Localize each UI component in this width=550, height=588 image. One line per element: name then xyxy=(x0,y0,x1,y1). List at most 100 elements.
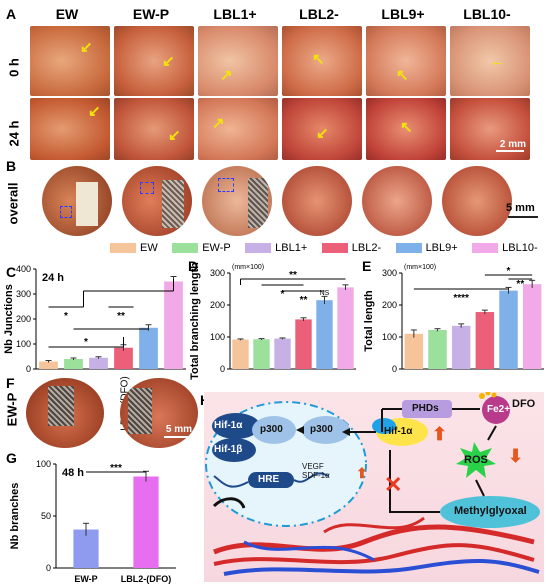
arrow-icon: ↙ xyxy=(162,53,175,70)
y-tick-label: 100 xyxy=(36,459,51,469)
y-tick-label: 100 xyxy=(210,332,225,342)
row-label-overall: overall xyxy=(5,182,21,225)
bar xyxy=(451,325,471,369)
arrow-icon: ↗ xyxy=(212,115,225,132)
legend-item-lbl9: LBL9+ xyxy=(395,242,458,254)
legend: EW EW-P LBL1+ LBL2- LBL9+ LBL10- xyxy=(110,240,550,258)
row-label-ew-p-f: EW-P xyxy=(4,392,20,427)
hif1a-left-shape xyxy=(212,413,260,439)
p300-left-shape xyxy=(252,416,296,444)
photo-lbl1-0h: ↗ xyxy=(198,26,278,96)
legend-label: EW xyxy=(140,242,158,254)
y-axis-label: Total branching length xyxy=(189,262,201,380)
bar xyxy=(475,312,495,369)
y-tick-label: 100 xyxy=(16,339,31,349)
legend-swatch xyxy=(395,243,422,253)
photo-overall-ew-p xyxy=(122,166,192,236)
legend-label: LBL1+ xyxy=(275,242,308,254)
arrowhead xyxy=(342,428,350,436)
y-tick-label: 400 xyxy=(16,264,31,274)
chart-unit-note: (mm×100) xyxy=(404,264,436,271)
bar xyxy=(522,284,542,369)
bar xyxy=(295,319,312,369)
ros-label: ROS xyxy=(464,454,488,466)
significance-label: ** xyxy=(300,295,308,306)
bar xyxy=(274,338,291,369)
y-tick-label: 300 xyxy=(210,268,225,278)
arrow-line xyxy=(487,425,497,441)
vein-vessel xyxy=(223,558,540,576)
artery-vessel xyxy=(213,543,535,566)
legend-item-ew-p: EW-P xyxy=(172,242,231,254)
p300-left-label: p300 xyxy=(260,424,283,435)
chart-inset-label: 24 h xyxy=(42,272,64,284)
bar xyxy=(164,281,183,369)
phds-shape xyxy=(402,400,452,418)
photo-overall-lbl2 xyxy=(282,166,352,236)
col-label-lbl2: LBL2- xyxy=(299,6,339,22)
legend-swatch xyxy=(172,243,199,253)
photo-lbl9-24h: ↖ xyxy=(366,98,446,160)
significance-label: NS xyxy=(320,290,330,297)
col-label-ew: EW xyxy=(55,6,79,22)
y-tick-label: 0 xyxy=(392,364,397,374)
photo-ew-0h: ↙ xyxy=(30,26,110,96)
category-label: LBL2-(DFO) xyxy=(121,574,172,584)
significance-label: ** xyxy=(117,311,125,322)
legend-item-lbl10: LBL10- xyxy=(472,242,538,254)
legend-item-ew: EW xyxy=(110,242,158,254)
panel-label-b: B xyxy=(6,158,17,174)
photo-lbl9-0h: ↖ xyxy=(366,26,446,96)
panel-label-d: D xyxy=(188,258,199,274)
down-arrow-icon: ⬇ xyxy=(508,446,523,466)
vegf-label: VEGF xyxy=(302,462,324,471)
bar xyxy=(404,333,424,369)
significance-label: ** xyxy=(289,270,297,281)
col-label-lbl9: LBL9+ xyxy=(381,6,425,22)
row-label-0h: 0 h xyxy=(6,58,22,77)
hre-label: HRE xyxy=(258,474,280,485)
bar xyxy=(337,287,354,369)
arrow-icon: ↙ xyxy=(316,125,329,142)
arrow-icon: ↗ xyxy=(220,67,233,84)
block-x-icon: ✕ xyxy=(384,472,402,497)
y-tick-label: 200 xyxy=(210,300,225,310)
oxygen-marker xyxy=(372,418,396,434)
arrow-icon: ← xyxy=(490,53,505,70)
panel-label-c: C xyxy=(6,264,17,280)
photo-ew-p-24h: ↙ xyxy=(114,98,194,160)
col-label-ew-p: EW-P xyxy=(132,6,170,22)
col-label-lbl10: LBL10- xyxy=(463,6,511,22)
y-tick-label: 0 xyxy=(26,364,31,374)
scaffold-material xyxy=(48,386,74,426)
bar xyxy=(139,327,158,369)
p300-right-shape xyxy=(302,416,350,444)
photo-lbl10-24h: 2 mm xyxy=(450,98,530,160)
scale-bar-line-b xyxy=(508,216,538,218)
significance-label: *** xyxy=(110,463,122,474)
dna-strand xyxy=(213,475,249,488)
arrow-icon: ↖ xyxy=(396,67,409,84)
artery-vessel xyxy=(213,524,535,555)
arrow-icon: ↙ xyxy=(80,39,93,56)
scale-bar-line xyxy=(496,150,524,152)
up-arrow-icon: ⬆ xyxy=(356,465,368,481)
dfo-dot xyxy=(491,392,497,398)
bar xyxy=(133,476,159,568)
bar xyxy=(39,361,58,369)
arrow-icon: ↖ xyxy=(312,51,325,68)
sdf-label: SDF-1α xyxy=(302,471,330,480)
significance-label: * xyxy=(84,337,88,348)
roi-box xyxy=(60,206,72,218)
y-tick-label: 300 xyxy=(382,268,397,278)
legend-label: LBL10- xyxy=(502,242,538,254)
y-axis-label: Nb branches xyxy=(9,483,21,550)
y-axis-label: Nb Junctions xyxy=(3,284,15,354)
significance-label: * xyxy=(507,266,511,277)
significance-label: **** xyxy=(453,293,469,304)
bar xyxy=(73,529,99,568)
legend-label: LBL9+ xyxy=(425,242,458,254)
dfo-dot xyxy=(479,393,485,399)
